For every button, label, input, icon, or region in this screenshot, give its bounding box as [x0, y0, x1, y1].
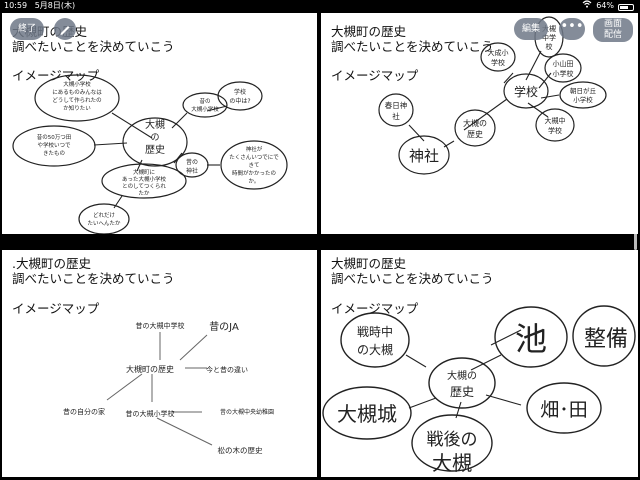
typed-image-map: 昔の大槻中学校 昔のJA 大槻町の歴史 今と昔の違い 昔の自分の家 昔の大槻小学… — [63, 321, 274, 455]
map-node-text: 時間がかかったの — [232, 169, 276, 177]
pen-button[interactable] — [54, 18, 76, 40]
more-button[interactable]: ••• — [559, 18, 585, 40]
close-button[interactable]: 終了 — [10, 18, 44, 40]
map-node-text: 昔の大槻中学校 — [136, 321, 185, 330]
map-node-text: きたもの — [43, 150, 65, 157]
map-node-text: あった大槻小学校 — [122, 175, 167, 183]
map-node-text: 昔の — [186, 159, 198, 166]
map-center-line-2: 歴史 — [467, 129, 483, 139]
map-node-text: どれだけ — [93, 211, 116, 219]
screen-share-label-1: 画面 — [603, 19, 622, 29]
map-node-text: 大槻 — [542, 24, 556, 33]
panel-title: 大槻町の歴史 — [331, 256, 407, 271]
map-node-text: とのしてつくられ — [122, 183, 166, 190]
battery-percent: 64% — [596, 1, 614, 10]
panel-instruction: 調べたいことを決めていこう — [331, 271, 494, 286]
map-node-text: 小山田 — [553, 59, 574, 68]
map-node-school: 学校 — [514, 84, 538, 99]
map-node-text: 昔の大槻小学校 — [126, 409, 175, 418]
screen-share-label-2: 配信 — [603, 30, 622, 40]
panel-subtitle: イメージマップ — [12, 301, 100, 316]
map-node-pond: 池 — [515, 320, 547, 358]
student-panel-4[interactable]: 大槻町の歴史 調べたいことを決めていこう イメージマップ 大槻の 歴史 戦時中 … — [321, 250, 638, 477]
map-node-field: 畑･田 — [540, 399, 588, 421]
battery-icon — [618, 3, 634, 11]
map-center: 大槻町の歴史 — [126, 364, 174, 374]
map-center-line-2: 歴史 — [450, 385, 474, 399]
map-node-text: 学校 — [548, 126, 562, 135]
map-node-text: や学校いつで — [37, 141, 71, 149]
panel-title: .大槻町の歴史 — [12, 256, 91, 271]
more-icon: ••• — [560, 19, 584, 34]
panel-subtitle: イメージマップ — [12, 68, 100, 83]
panel-subtitle: イメージマップ — [331, 68, 419, 83]
map-node-text: どうして作られたの — [52, 96, 101, 104]
map-node-text: 大成小 — [488, 48, 509, 57]
map-node-text: か知りたい — [63, 104, 91, 112]
handwritten-image-map: 大槻 の 歴史 大槻小学校 にあるものみんなは どうして作られたの か知りたい … — [12, 74, 288, 234]
pen-icon — [60, 26, 70, 35]
map-node-text: 大槻小学校 — [63, 80, 91, 88]
map-node-text: 昔の大槻中央幼稚園 — [220, 408, 274, 416]
map-node-text: 校 — [546, 42, 553, 51]
status-date: 5月8日(木) — [34, 1, 76, 10]
handwritten-image-map: 大槻の 歴史 戦時中 の大槻 池 整備 大槻城 戦後の 大槻 畑･田 — [322, 305, 636, 475]
map-node-text: 大槻 — [432, 451, 472, 475]
panel-divider-horizontal — [0, 234, 640, 250]
panel-instruction: 調べたいことを決めていこう — [12, 39, 175, 54]
map-node-text: の大槻 — [357, 342, 393, 357]
map-node-text: 学校 — [491, 58, 505, 67]
map-node-text: 松の木の歴史 — [218, 445, 263, 455]
map-node-text: たいへんたか — [87, 220, 121, 227]
map-node-text: 今と昔の違い — [206, 365, 248, 374]
status-bar: 10:59 5月8日(木) 64% — [0, 0, 640, 12]
panel-title: 大槻町の歴史 — [331, 24, 407, 39]
map-center-line-1: 大槻 — [145, 118, 165, 131]
map-node-text: 昔の50万つ田 — [37, 133, 72, 141]
map-node-text: 神社 — [186, 167, 198, 175]
map-node-text: たくさんいつでにで — [229, 154, 279, 161]
split-handle[interactable] — [634, 232, 637, 250]
student-panel-3[interactable]: .大槻町の歴史 調べたいことを決めていこう イメージマップ 昔の大槻中学校 昔の… — [2, 250, 317, 477]
map-node-text: 戦時中 — [357, 324, 393, 339]
edit-button[interactable]: 編集 — [514, 18, 548, 40]
map-node-text: 昔の — [199, 97, 210, 105]
map-node-text: 大槻中 — [545, 116, 566, 125]
panel-instruction: 調べたいことを決めていこう — [12, 271, 175, 286]
map-node-text: きて — [248, 162, 259, 169]
battery-fill — [620, 5, 628, 9]
map-node-shrine: 神社 — [409, 147, 439, 165]
map-node-text: 大槻町に — [133, 168, 155, 176]
map-node-text: 朝日が丘 — [570, 86, 597, 95]
panel-instruction: 調べたいことを決めていこう — [331, 39, 494, 54]
map-node-text: にあるものみんなは — [52, 89, 102, 96]
map-center-line-2: の — [150, 133, 159, 143]
wifi-icon — [582, 0, 592, 12]
map-node-text: 小学校 — [573, 95, 593, 104]
map-node-text: の中は? — [229, 97, 250, 105]
panel-subtitle: イメージマップ — [331, 301, 419, 316]
map-node-text: 社 — [392, 111, 400, 121]
map-node-seibi: 整備 — [584, 327, 628, 352]
student-panel-2[interactable]: 大槻町の歴史 調べたいことを決めていこう イメージマップ 大槻の 歴史 — [321, 13, 638, 234]
student-panel-1[interactable]: 大槻町の歴史 調べたいことを決めていこう イメージマップ 大槻 の — [2, 13, 317, 234]
map-node-text: たか — [138, 190, 150, 197]
map-node-text: 神社が — [246, 145, 263, 153]
map-center-line-3: 歴史 — [145, 144, 165, 156]
map-node-text: 大槻小学校 — [191, 105, 219, 113]
map-node-text: 春日神 — [385, 100, 408, 110]
map-node-text: か。 — [249, 178, 260, 185]
screen-share-button[interactable]: 画面 配信 — [593, 18, 633, 42]
status-time: 10:59 — [4, 1, 28, 10]
map-node-text: 中学 — [542, 33, 556, 42]
map-node-text: 小学校 — [553, 69, 574, 78]
map-center-line-1: 大槻の — [463, 118, 487, 128]
map-node-text: 戦後の — [427, 430, 478, 450]
handwritten-image-map: 大槻の 歴史 神社 春日神 社 学校 大成小 学校 大槻 中学 校 小山田 小学… — [378, 16, 607, 175]
map-center-line-1: 大槻の — [447, 369, 477, 382]
map-node-castle: 大槻城 — [337, 402, 397, 426]
map-node-text: 昔のJA — [209, 321, 239, 333]
map-node-text: 昔の自分の家 — [63, 407, 105, 416]
map-node-text: 学校 — [234, 88, 246, 96]
